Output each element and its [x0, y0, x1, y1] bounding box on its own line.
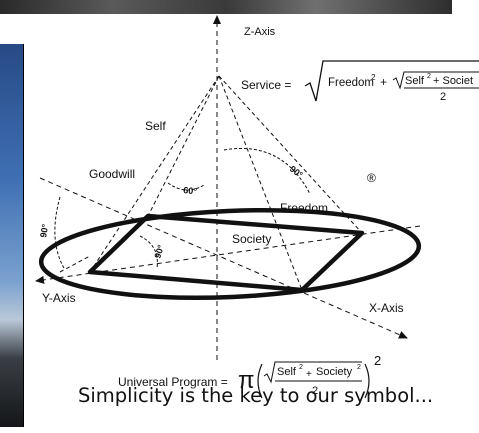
angle-90-right-label: 90°	[288, 164, 305, 181]
freedom-label: Freedom	[280, 201, 328, 215]
program-exp-2: 2	[357, 364, 361, 371]
service-plus: +	[380, 75, 387, 89]
service-exp-2: 2	[427, 73, 431, 80]
caption-text: Simplicity is the key to our symbol...	[78, 384, 458, 407]
service-formula: Service = Freedom 2 + Self 2 + Societ 2	[241, 61, 479, 103]
x-axis-label: X-Axis	[369, 301, 404, 315]
inner-square	[90, 216, 362, 290]
angle-90-left-label: 90°	[38, 223, 50, 239]
service-lhs: Service =	[241, 78, 291, 92]
registered-mark: ®	[367, 171, 376, 185]
cone-line-society	[219, 76, 302, 290]
program-exp-1: 2	[299, 364, 303, 371]
service-freedom: Freedom	[328, 77, 374, 89]
service-society: + Societ	[433, 75, 473, 87]
service-denominator: 2	[440, 91, 446, 103]
program-plus: +	[306, 369, 312, 380]
z-axis-label: Z-Axis	[244, 26, 276, 38]
bold-rhombus	[90, 216, 362, 290]
program-outer-exp: 2	[374, 353, 381, 368]
y-axis-label: Y-Axis	[42, 291, 76, 305]
x-axis-line	[40, 178, 407, 338]
service-exp-1: 2	[371, 73, 376, 82]
y-axis-stub	[60, 256, 90, 272]
service-self: Self	[405, 75, 425, 87]
angle-90-inner-label: 90°	[152, 243, 166, 259]
goodwill-label: Goodwill	[89, 167, 135, 181]
self-label: Self	[145, 119, 166, 133]
angle-60-label: 60°	[183, 185, 198, 196]
program-society: Society	[316, 366, 353, 378]
arc-90-left	[55, 197, 64, 268]
program-self: Self	[277, 366, 297, 378]
society-ellipse	[39, 203, 420, 305]
society-label: Society	[232, 232, 271, 246]
